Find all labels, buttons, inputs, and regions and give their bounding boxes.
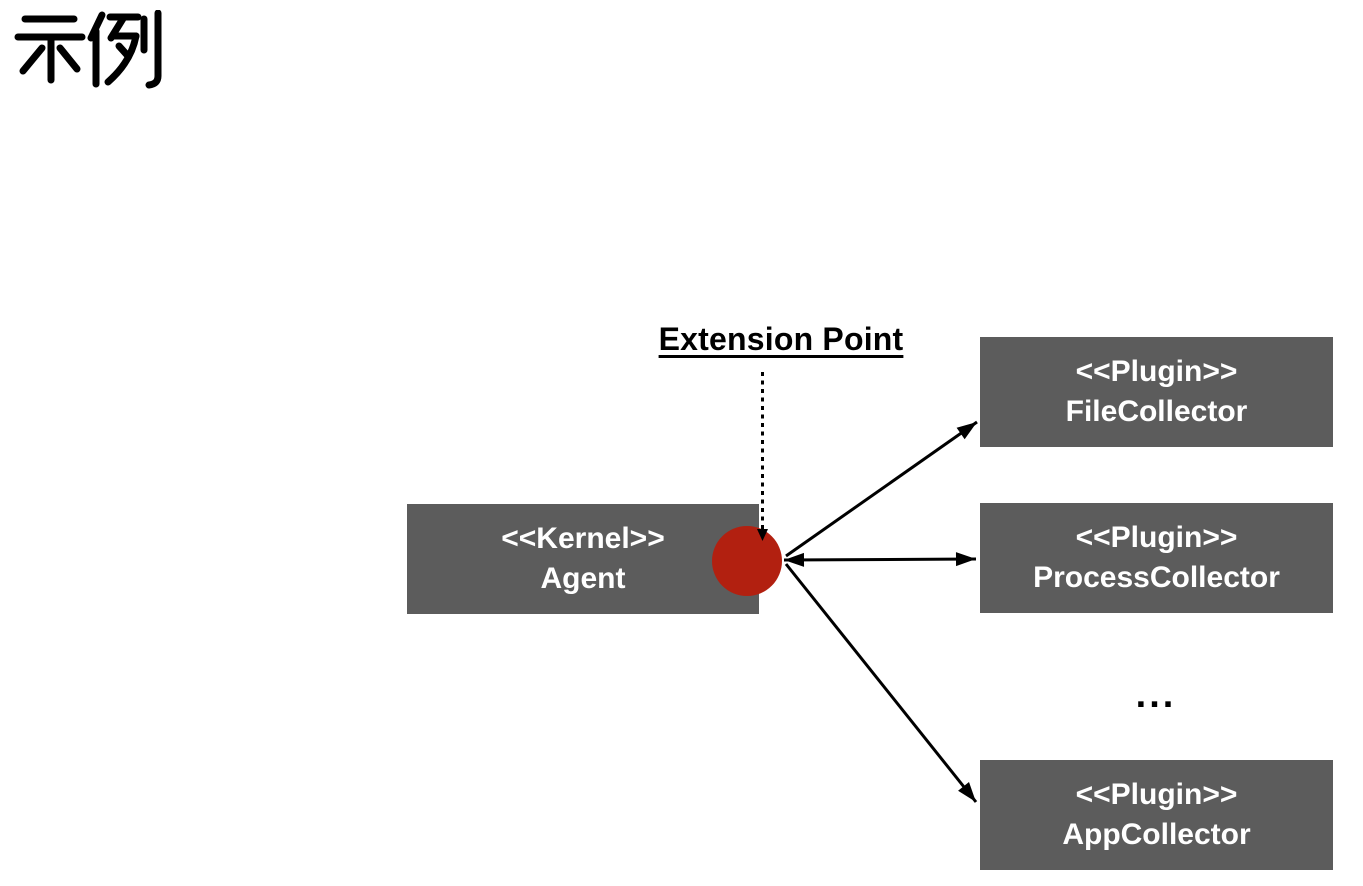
arrow-app-collector: [784, 563, 978, 803]
kernel-stereotype: <<Kernel>>: [501, 522, 665, 555]
plugin-box-app-collector: <<Plugin>> AppCollector: [980, 760, 1333, 870]
slide-title-glyphs: [14, 10, 162, 89]
arrow-file-collector: [785, 420, 978, 558]
slide-title-text: 示例: [14, 90, 15, 91]
slide-title: 示例: [14, 10, 166, 92]
extension-point-circle: [712, 526, 782, 596]
plugin-name: AppCollector: [1062, 818, 1251, 851]
arrow-process-collector: [783, 552, 977, 567]
plugin-box-file-collector: <<Plugin>> FileCollector: [980, 337, 1333, 447]
plugin-stereotype: <<Plugin>>: [1075, 355, 1238, 388]
plugin-box-process-collector: <<Plugin>> ProcessCollector: [980, 503, 1333, 613]
kernel-agent-box: <<Kernel>> Agent: [407, 504, 759, 614]
plugin-stereotype: <<Plugin>>: [1075, 778, 1238, 811]
plugin-stereotype: <<Plugin>>: [1075, 521, 1238, 554]
kernel-name: Agent: [540, 562, 626, 595]
plugin-name: FileCollector: [1065, 395, 1248, 428]
plugin-name: ProcessCollector: [1033, 561, 1280, 594]
more-plugins-ellipsis: ...: [1135, 674, 1177, 716]
extension-point-label: Extension Point: [658, 321, 904, 357]
